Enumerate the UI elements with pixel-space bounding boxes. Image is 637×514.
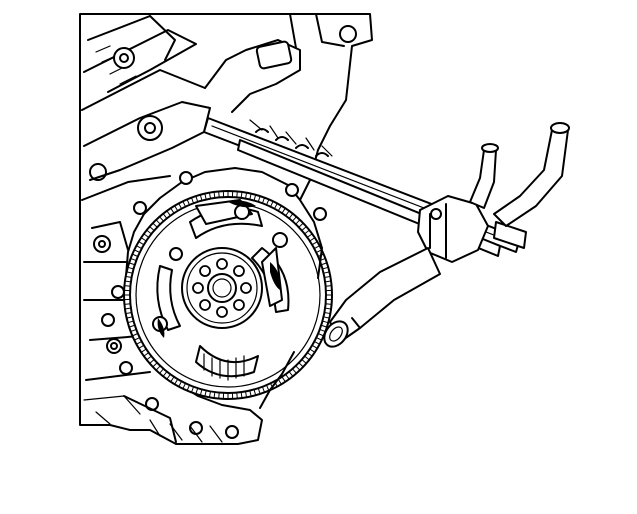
gear-tooth [124, 285, 131, 287]
gear-tooth [322, 266, 329, 270]
gear-tooth [309, 237, 316, 242]
lower-housing-details [123, 199, 323, 443]
bell-housing-bolts [101, 171, 327, 439]
upper-pipe [469, 149, 497, 209]
gear-tooth [253, 389, 257, 396]
gear-tooth [281, 376, 286, 383]
gear-tooth [178, 381, 183, 387]
housing-bolt [101, 313, 115, 327]
gear-tooth [245, 391, 248, 398]
flexplate-bolt-hole [216, 258, 228, 270]
housing-bolt [179, 171, 193, 185]
gear-tooth [245, 192, 248, 199]
gear-tooth [127, 266, 134, 270]
gear-tooth [236, 191, 238, 198]
gear-tooth [324, 275, 331, 278]
gear-tooth [325, 303, 332, 305]
gear-tooth [218, 392, 220, 399]
housing-bolt [285, 183, 299, 197]
housing-bolt [313, 207, 327, 221]
gear-tooth [159, 368, 164, 374]
flexplate-bolt-hole [192, 282, 204, 294]
gear-tooth [208, 391, 211, 398]
gear-tooth [140, 348, 147, 353]
gear-tooth [140, 237, 147, 242]
gear-tooth [314, 245, 320, 250]
gear-tooth [301, 359, 307, 364]
gear-tooth [208, 192, 211, 199]
gear-tooth [178, 203, 183, 209]
gear-tooth [125, 312, 132, 315]
gear-tooth [170, 376, 175, 383]
engine-block [79, 13, 373, 445]
gear-tooth [236, 392, 238, 399]
gear-tooth [281, 207, 286, 214]
gear-tooth [159, 216, 164, 222]
gear-tooth [324, 312, 331, 315]
gear-tooth [322, 320, 329, 324]
housing-bolt [133, 201, 147, 215]
flexplate-bolt-hole [233, 299, 245, 311]
housing-bolt [111, 285, 125, 299]
flexplate-bolt-hole [233, 265, 245, 277]
right-pipe [493, 129, 569, 227]
gear-tooth [199, 389, 203, 396]
gear-tooth [124, 303, 131, 305]
gear-tooth [127, 320, 134, 324]
crank-pilot [207, 273, 237, 303]
flexplate-window [156, 265, 181, 331]
hose-fitting [323, 122, 570, 348]
gear-tooth [218, 191, 220, 198]
gear-tooth [314, 340, 320, 345]
gear-tooth [136, 340, 142, 345]
flexplate-bolt-hole [199, 299, 211, 311]
gear-tooth [253, 194, 257, 201]
gear-tooth [136, 245, 142, 250]
gear-tooth [309, 348, 316, 353]
gear-tooth [292, 368, 297, 374]
housing-bolt [225, 425, 239, 439]
gear-tooth [149, 359, 155, 364]
flexplate-bolt-hole [199, 265, 211, 277]
flexplate [123, 190, 333, 400]
gear-tooth [301, 226, 307, 231]
housing-bolt [119, 361, 133, 375]
flexplate-bolt-hole [240, 282, 252, 294]
flexplate-bolt-hole [216, 306, 228, 318]
gear-tooth [273, 203, 278, 209]
gear-tooth [170, 207, 175, 214]
gear-tooth [199, 194, 203, 201]
gear-tooth [149, 226, 155, 231]
gear-tooth [292, 216, 297, 222]
gear-tooth [125, 275, 132, 278]
gear-tooth [325, 285, 332, 287]
